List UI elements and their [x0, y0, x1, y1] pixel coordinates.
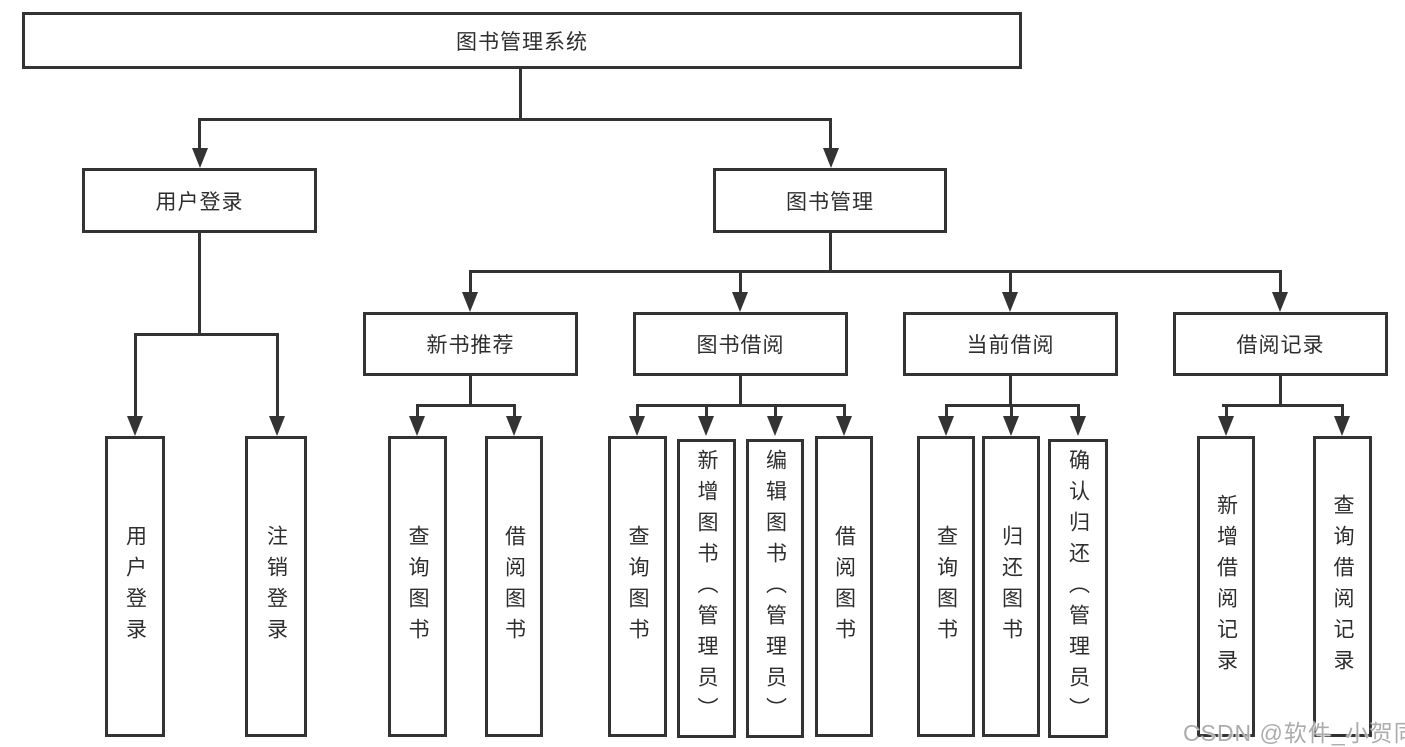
connector [134, 333, 137, 417]
connector [636, 404, 639, 418]
arrowhead [409, 416, 425, 436]
leaf-cb-query-books: 查询图书 [917, 436, 975, 737]
arrowhead [1002, 292, 1018, 312]
connector [843, 404, 846, 418]
connector [1225, 404, 1228, 418]
connector [1009, 270, 1012, 293]
arrowhead [836, 416, 852, 436]
leaf-user-login-label: 用户登录 [123, 524, 147, 649]
connector [198, 118, 201, 150]
arrowhead [823, 148, 839, 168]
node-borrowing-records: 借阅记录 [1173, 312, 1388, 376]
connector [519, 68, 522, 120]
connector [705, 404, 708, 418]
node-current-borrowing: 当前借阅 [903, 312, 1118, 376]
leaf-user-login: 用户登录 [105, 436, 165, 737]
arrowhead [767, 416, 783, 436]
leaf-br-query-record-label: 查询借阅记录 [1331, 493, 1354, 680]
arrowhead [192, 148, 208, 168]
leaf-nb-borrow-books-label: 借阅图书 [502, 524, 526, 649]
leaf-nb-query-books-label: 查询图书 [406, 524, 429, 649]
arrowhead [127, 416, 143, 436]
leaf-nb-borrow-books: 借阅图书 [485, 436, 543, 737]
leaf-br-add-record: 新增借阅记录 [1197, 436, 1255, 737]
leaf-bb-add-books-admin-label: 新增图书（管理员） [695, 449, 718, 728]
leaf-bb-edit-books-admin: 编辑图书（管理员） [746, 439, 804, 738]
connector [636, 404, 846, 407]
arrowhead [1218, 416, 1234, 436]
connector [739, 270, 742, 293]
connector [1077, 404, 1080, 418]
leaf-bb-query-books-label: 查询图书 [626, 524, 649, 649]
arrowhead [506, 416, 522, 436]
node-library-system: 图书管理系统 [22, 12, 1022, 69]
arrowhead [1334, 416, 1350, 436]
leaf-logout-label: 注销登录 [264, 524, 288, 649]
arrowhead [269, 416, 285, 436]
node-new-book-recommendation: 新书推荐 [363, 312, 578, 376]
leaf-bb-add-books-admin: 新增图书（管理员） [677, 439, 736, 738]
arrowhead [1070, 416, 1086, 436]
leaf-cb-confirm-return-admin-label: 确认归还（管理员） [1066, 449, 1090, 728]
node-new-book-recommendation-label: 新书推荐 [426, 334, 515, 357]
node-library-system-label: 图书管理系统 [456, 30, 588, 54]
arrowhead [938, 416, 954, 436]
leaf-bb-borrow-books-label: 借阅图书 [832, 524, 856, 649]
arrowhead [1272, 292, 1288, 312]
connector [1279, 270, 1282, 293]
leaf-cb-confirm-return-admin: 确认归还（管理员） [1048, 439, 1108, 738]
leaf-cb-query-books-label: 查询图书 [934, 524, 958, 649]
connector [829, 232, 832, 273]
connector [198, 118, 832, 121]
connector [1341, 404, 1344, 418]
connector [1222, 404, 1343, 407]
connector [739, 375, 742, 406]
node-book-borrowing: 图书借阅 [633, 312, 848, 376]
connector [513, 404, 516, 418]
node-current-borrowing-label: 当前借阅 [966, 334, 1055, 357]
leaf-br-query-record: 查询借阅记录 [1313, 436, 1372, 737]
connector [469, 270, 472, 293]
connector [416, 404, 419, 418]
watermark: CSDN @软件_小贺同学 [1183, 720, 1405, 746]
leaf-logout: 注销登录 [245, 436, 307, 737]
leaf-bb-query-books: 查询图书 [608, 436, 667, 737]
connector [1279, 375, 1282, 406]
node-book-management: 图书管理 [713, 168, 947, 233]
node-user-login-branch: 用户登录 [82, 168, 317, 233]
leaf-cb-return-books: 归还图书 [982, 436, 1040, 737]
connector [416, 404, 516, 407]
connector [134, 333, 279, 336]
leaf-bb-borrow-books: 借阅图书 [815, 436, 873, 737]
leaf-bb-edit-books-admin-label: 编辑图书（管理员） [763, 449, 787, 728]
node-borrowing-records-label: 借阅记录 [1236, 334, 1325, 357]
arrowhead [462, 292, 478, 312]
node-user-login-branch-label: 用户登录 [155, 190, 244, 214]
connector [945, 404, 948, 418]
connector [469, 270, 1281, 273]
connector [469, 375, 472, 406]
arrowhead [629, 416, 645, 436]
arrowhead [1003, 416, 1019, 436]
arrowhead [732, 292, 748, 312]
node-book-management-label: 图书管理 [786, 190, 874, 214]
connector [276, 333, 279, 417]
connector [1010, 404, 1013, 418]
leaf-br-add-record-label: 新增借阅记录 [1214, 493, 1238, 680]
arrowhead [698, 416, 714, 436]
connector [198, 232, 201, 335]
leaf-cb-return-books-label: 归还图书 [999, 524, 1023, 649]
leaf-nb-query-books: 查询图书 [388, 436, 447, 737]
node-book-borrowing-label: 图书借阅 [696, 334, 785, 357]
connector [774, 404, 777, 418]
connector [829, 118, 832, 150]
connector [1009, 375, 1012, 406]
